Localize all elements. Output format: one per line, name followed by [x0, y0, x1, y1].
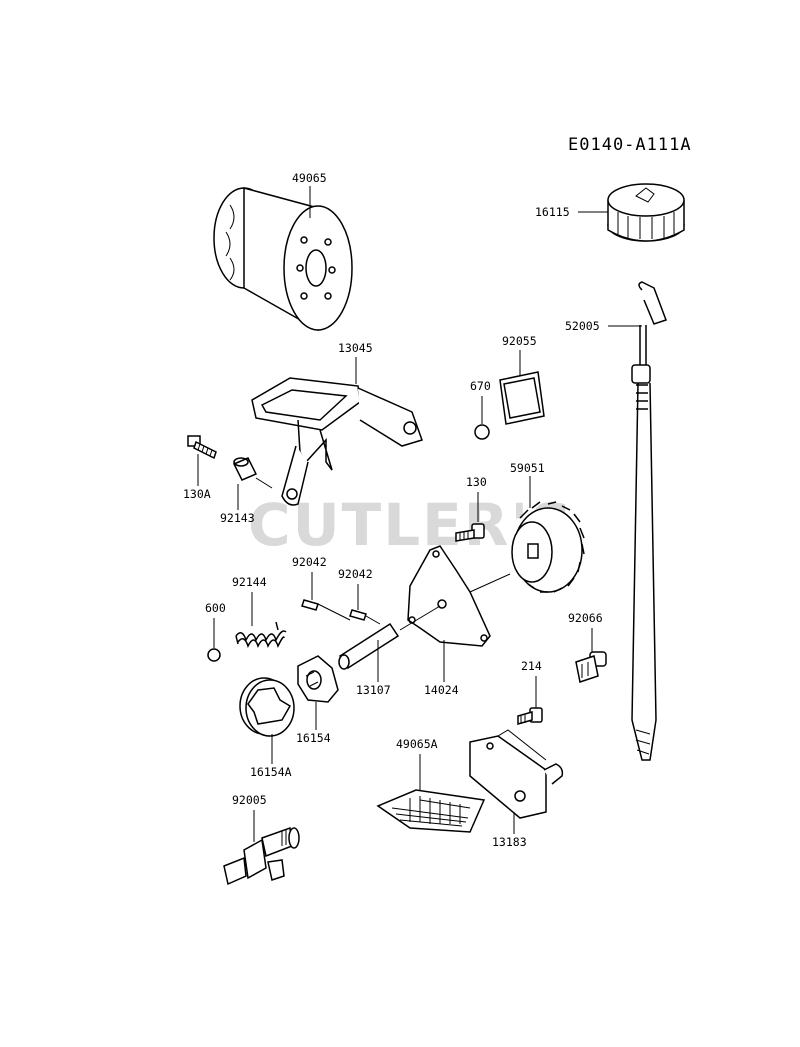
part-label-670: 670 [470, 379, 491, 393]
part-label-92143: 92143 [220, 511, 255, 525]
pin-92042-right-drawing [349, 609, 367, 621]
part-label-16115: 16115 [535, 205, 570, 219]
dipstick-drawing [631, 281, 667, 761]
part-label-92144: 92144 [232, 575, 267, 589]
diagram-code: E0140-A111A [568, 135, 692, 155]
bolt-214-drawing [517, 707, 543, 725]
pump-cover-drawing [399, 545, 511, 647]
inner-rotor-drawing [297, 655, 339, 703]
plug-drawing [575, 651, 607, 683]
part-label-13183: 13183 [492, 835, 527, 849]
screen-drawing [376, 789, 486, 833]
shaft-drawing [317, 603, 400, 670]
pin-92042-left-drawing [301, 599, 319, 611]
part-label-13107: 13107 [356, 683, 391, 697]
gasket-drawing [499, 371, 545, 425]
oil-strainer-drawing [251, 377, 423, 506]
part-label-52005: 52005 [565, 319, 600, 333]
outer-rotor-drawing [239, 677, 295, 737]
part-label-49065a: 49065A [396, 737, 438, 751]
part-label-14024: 14024 [424, 683, 459, 697]
part-label-92042-left: 92042 [292, 555, 327, 569]
part-label-16154a: 16154A [250, 765, 292, 779]
bolt-130a-drawing [187, 435, 217, 460]
part-label-49065: 49065 [292, 171, 327, 185]
fitting-drawing [223, 826, 300, 886]
part-label-214: 214 [521, 659, 542, 673]
part-label-600: 600 [205, 601, 226, 615]
part-label-92066: 92066 [568, 611, 603, 625]
bolt-130-drawing [455, 523, 485, 542]
part-label-92055: 92055 [502, 334, 537, 348]
part-label-59051: 59051 [510, 461, 545, 475]
part-label-130: 130 [466, 475, 487, 489]
part-label-92042-right: 92042 [338, 567, 373, 581]
part-label-13045: 13045 [338, 341, 373, 355]
oil-cap-drawing [607, 183, 685, 242]
part-label-92005: 92005 [232, 793, 267, 807]
oil-filter-drawing [213, 187, 353, 332]
ball-drawing [207, 648, 221, 662]
part-label-16154: 16154 [296, 731, 331, 745]
o-ring-drawing [474, 424, 490, 440]
part-label-130a: 130A [183, 487, 211, 501]
bracket-drawing [469, 729, 564, 819]
gear-drawing [511, 501, 585, 593]
collar-drawing [232, 457, 258, 481]
spring-drawing [235, 621, 287, 648]
